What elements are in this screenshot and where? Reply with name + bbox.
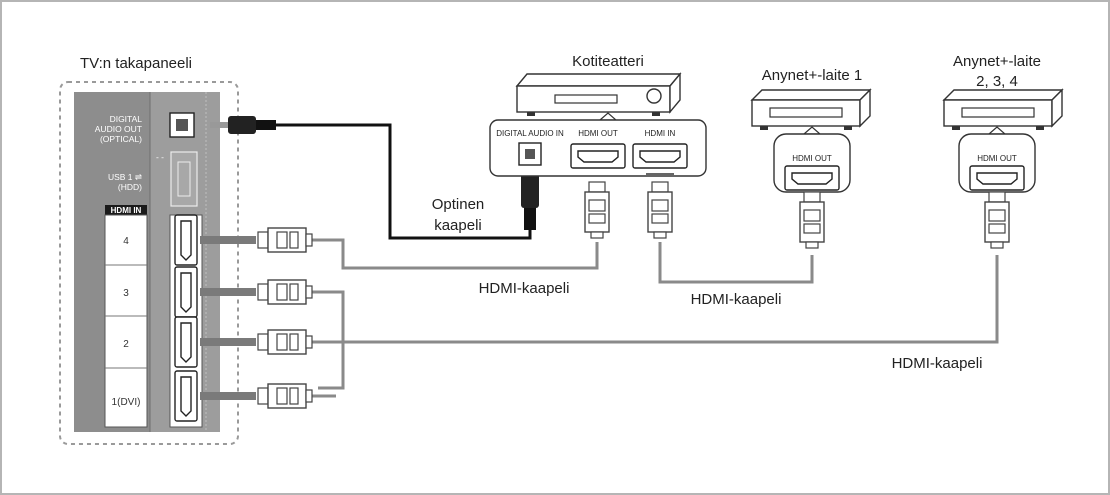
anynet-2-hdmi-socket — [969, 165, 1025, 191]
home-theater-device — [515, 72, 682, 116]
anynet-2-device — [942, 88, 1064, 130]
tv-panel-title: TV:n takapaneeli — [80, 55, 192, 72]
usb-dash-icon: - - — [156, 152, 164, 162]
tv-cable-stub-2 — [200, 338, 256, 346]
optical-cable-label-line1: Optinen — [432, 196, 485, 213]
panel-hdd-label: (HDD) — [118, 182, 142, 192]
anynet-1-device — [750, 88, 872, 130]
tv-cable-stub-1 — [200, 392, 256, 400]
hdmi-cable-label-1: HDMI-kaapeli — [479, 280, 570, 297]
ht-hdmi-out-label: HDMI OUT — [578, 129, 618, 138]
anynet-1-hdmi-socket — [784, 165, 840, 191]
tv-hdmi-plug-2 — [257, 329, 313, 355]
hdmi-cable-2-to-anynet-2 — [312, 255, 999, 344]
tv-cable-stub-3 — [200, 288, 256, 296]
optical-plug-ht — [521, 170, 539, 208]
anynet-1-hdmi-plug — [799, 191, 825, 249]
panel-audio-out-label: AUDIO OUT — [95, 124, 142, 134]
hdmi-cable-3-loop — [312, 290, 345, 390]
tv-hdmi-socket-4 — [174, 214, 198, 266]
hdmi-port-num-2: 2 — [123, 339, 129, 350]
hdmi-cable-label-3: HDMI-kaapeli — [892, 355, 983, 372]
hdmi-port-num-1dvi: 1(DVI) — [112, 397, 141, 408]
ht-hdmi-in-socket — [632, 143, 688, 169]
anynet-2-hdmi-plug — [984, 191, 1010, 249]
hdmi-cable-label-2: HDMI-kaapeli — [691, 291, 782, 308]
tv-usb-port — [170, 151, 198, 207]
hdmi-in-number-box — [104, 214, 148, 428]
anynet-2-title-line1: Anynet+-laite — [953, 53, 1041, 70]
optical-cable-label-line2: kaapeli — [434, 217, 482, 234]
optical-plug-tv — [228, 116, 256, 134]
tv-hdmi-socket-3 — [174, 266, 198, 318]
home-theater-title: Kotiteatteri — [572, 53, 644, 70]
ht-hdmi-in-plug — [647, 181, 673, 239]
panel-optical-label: (OPTICAL) — [100, 134, 142, 144]
ht-optical-port-inner — [525, 149, 535, 159]
panel-usb-label: USB 1 ⇌ — [108, 172, 143, 182]
optical-plug-tv-body — [256, 120, 276, 130]
anynet-2-hdmi-out-label: HDMI OUT — [977, 154, 1017, 163]
tv-cable-stub-4 — [200, 236, 256, 244]
ht-digital-audio-in-label: DIGITAL AUDIO IN — [496, 129, 564, 138]
tv-hdmi-plug-1 — [257, 383, 313, 409]
hdmi-port-num-4: 4 — [123, 236, 129, 247]
hdmi-in-header-bg — [105, 205, 147, 215]
panel-digital-label: DIGITAL — [110, 114, 143, 124]
anynet-1-title: Anynet+-laite 1 — [762, 67, 862, 84]
tv-hdmi-plug-4 — [257, 227, 313, 253]
tv-optical-port-inner — [176, 119, 188, 131]
optical-plug-ht-body — [524, 208, 536, 230]
hdmi-cable-4-to-hdmi-out — [312, 238, 599, 270]
hdmi-in-header: HDMI IN — [111, 206, 142, 215]
optical-plug-tip — [210, 122, 230, 128]
optical-cable — [230, 123, 532, 240]
ht-hdmi-in-label: HDMI IN — [645, 129, 676, 138]
hdmi-port-num-3: 3 — [123, 288, 129, 299]
anynet-2-title-line2: 2, 3, 4 — [976, 73, 1018, 90]
hdmi-cable-hdmi-in-to-anynet-1 — [658, 242, 814, 284]
tv-usb-port-inner — [177, 161, 191, 197]
anynet-1-hdmi-out-label: HDMI OUT — [792, 154, 832, 163]
tv-panel-dashed-outline — [59, 81, 239, 445]
ht-hdmi-out-socket — [570, 143, 626, 169]
tv-hdmi-plug-3 — [257, 279, 313, 305]
tv-hdmi-socket-1 — [174, 370, 198, 422]
tv-hdmi-socket-2 — [174, 316, 198, 368]
ht-hdmi-out-plug — [584, 181, 610, 239]
